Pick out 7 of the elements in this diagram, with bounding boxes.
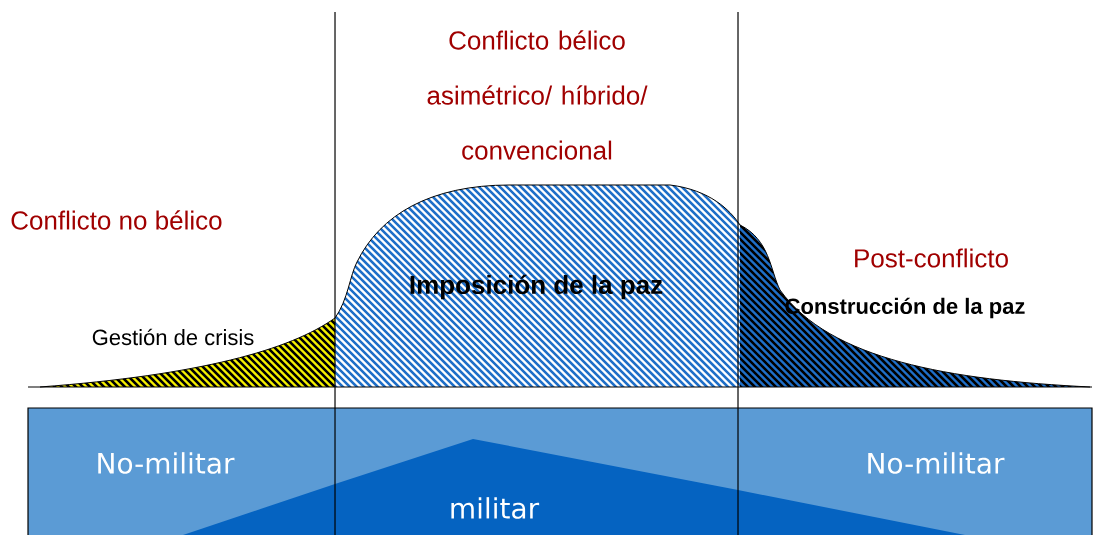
heading-text: Post-conflicto	[855, 248, 1008, 268]
band-label: No-militar	[98, 452, 235, 474]
area-label: Gestión de crisis	[92, 328, 254, 346]
heading-text: Conflicto bélico asimétrico/ híbrido/ convencional	[427, 30, 648, 160]
band-label: militar	[451, 497, 540, 519]
heading-text: Conflicto no bélico	[11, 210, 222, 230]
band-label: No-militar	[868, 452, 1005, 474]
